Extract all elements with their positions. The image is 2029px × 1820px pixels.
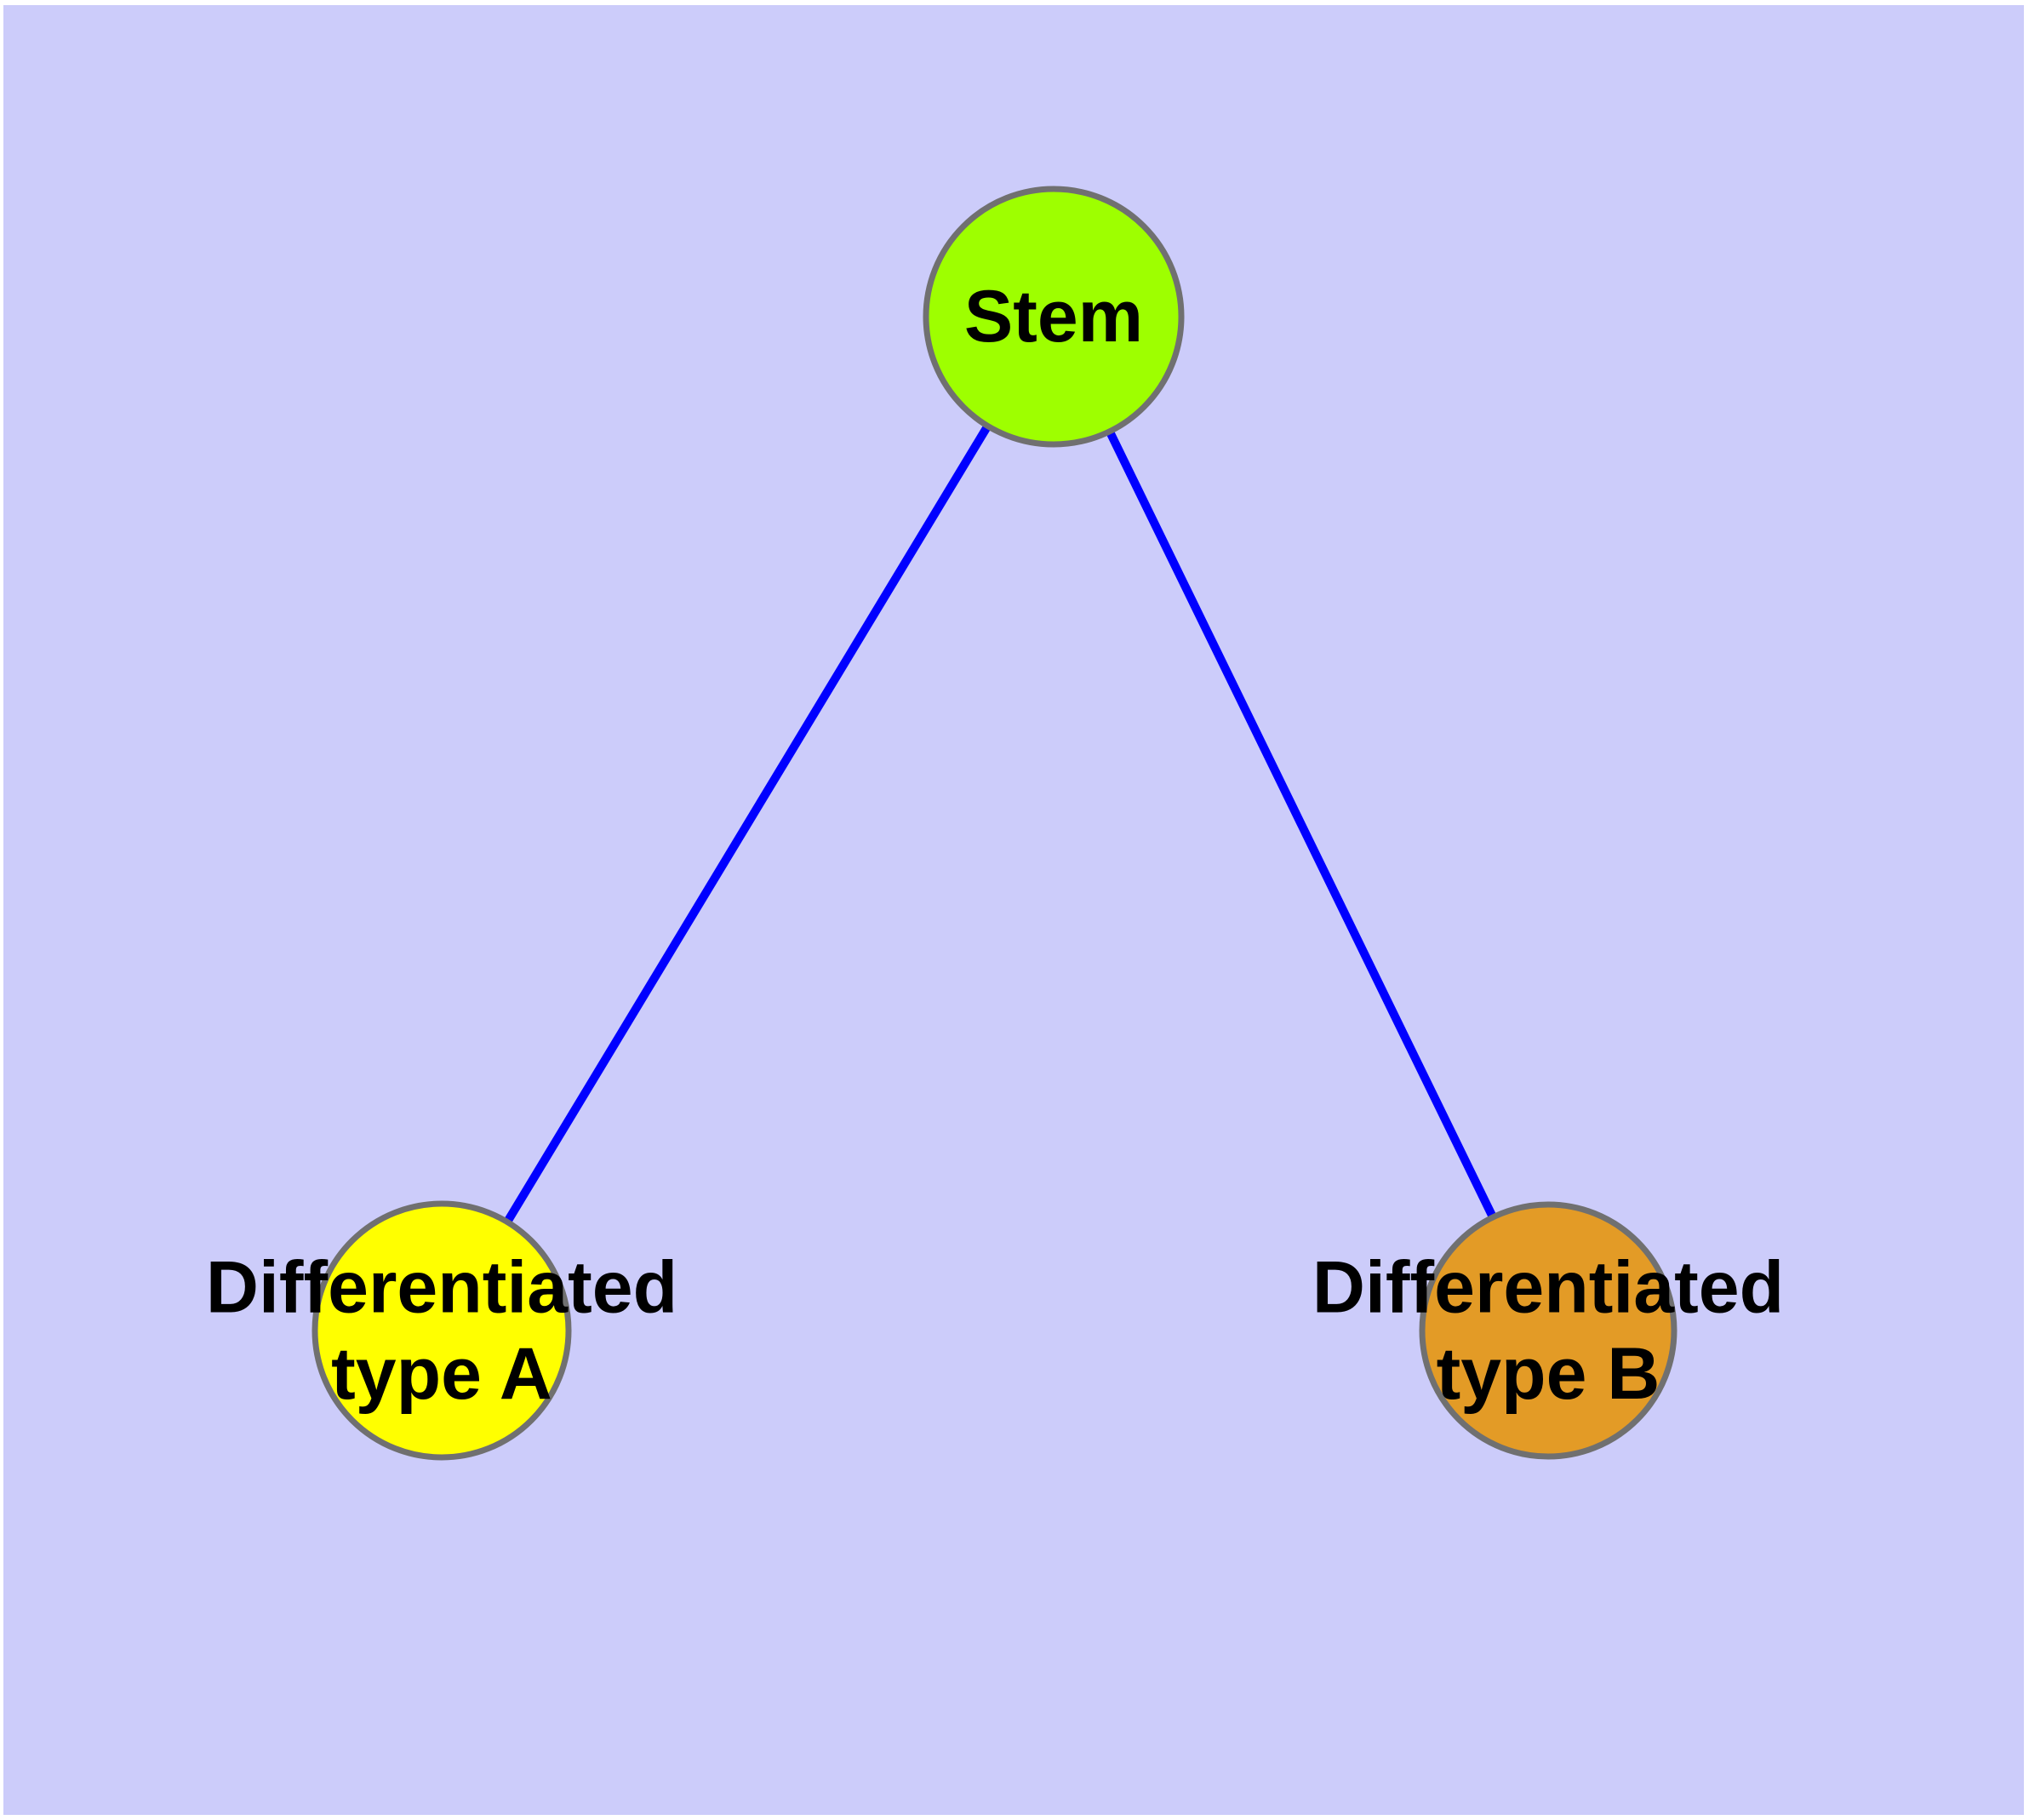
edge-layer [500,419,1500,1229]
node-stem[interactable] [923,186,1185,448]
node-layer [311,186,1677,1461]
node-differentiated-type-a[interactable] [311,1200,572,1461]
node-label-stem: Stem [964,276,1143,358]
edge-stem-to-differentiated-type-a[interactable] [500,419,994,1229]
edge-stem-to-differentiated-type-b[interactable] [1103,425,1500,1224]
node-differentiated-type-b[interactable] [1419,1201,1677,1460]
